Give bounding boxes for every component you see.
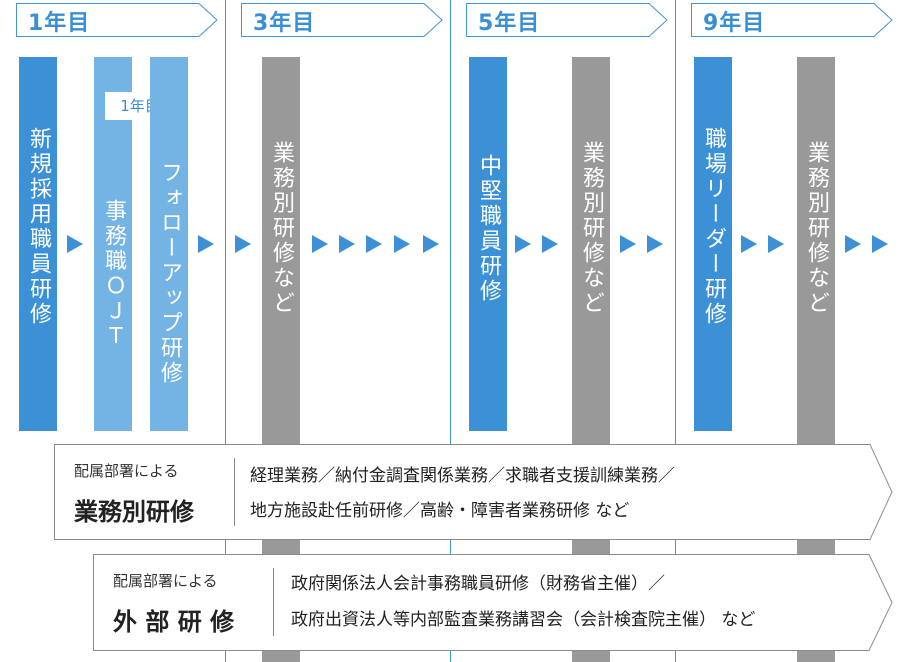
- banner-line-1: 経理業務／納付金調査関係業務／求職者支援訓練業務／: [250, 466, 675, 486]
- flow-arrow-icon: [394, 235, 410, 253]
- year-arrow-shape: [16, 3, 218, 37]
- business-training-banner: 配属部署による 業務別研修 経理業務／納付金調査関係業務／求職者支援訓練業務／ …: [54, 444, 894, 540]
- year-arrow-shape: [241, 3, 443, 37]
- banner-arrow-shape: [54, 444, 893, 540]
- flow-arrow-icon: [67, 235, 83, 253]
- year-header-3: 3年目: [241, 3, 443, 37]
- year-label: 3年目: [253, 11, 316, 36]
- column-separator: [450, 0, 451, 662]
- column-separator: [675, 0, 676, 662]
- banner-arrow-shape: [93, 554, 893, 651]
- banner-line-2: 政府出資法人等内部監査業務講習会（会計検査院主催） など: [291, 610, 756, 630]
- ojt-label: 事務職ＯＪＴ: [101, 199, 126, 349]
- year-arrow-shape: [691, 3, 893, 37]
- banner-category-small: 配属部署による: [74, 462, 179, 480]
- banner-line-2: 地方施設赴任前研修／高齢・障害者業務研修 など: [250, 501, 630, 521]
- banner-divider: [273, 568, 274, 636]
- year-label: 9年目: [703, 11, 766, 36]
- flow-arrow-icon: [647, 235, 663, 253]
- mid-level-training-label: 中堅職員研修: [476, 154, 501, 304]
- year-arrow-shape: [466, 3, 668, 37]
- year-label: 5年目: [478, 11, 541, 36]
- mid-level-training-bar: 中堅職員研修: [469, 57, 507, 431]
- flow-arrow-icon: [339, 235, 355, 253]
- year-header-5: 5年目: [466, 3, 668, 37]
- flow-arrow-icon: [768, 235, 784, 253]
- business-training-label-3: 業務別研修など: [804, 141, 829, 316]
- column-separator: [225, 0, 226, 662]
- year-header-9: 9年目: [691, 3, 893, 37]
- flow-arrow-icon: [312, 235, 328, 253]
- external-training-banner: 配属部署による 外 部 研 修 政府関係法人会計事務職員研修（財務省主催）／ 政…: [93, 554, 894, 651]
- flow-arrow-icon: [872, 235, 888, 253]
- banner-line-1: 政府関係法人会計事務職員研修（財務省主催）／: [291, 574, 665, 594]
- year-label: 1年目: [28, 11, 91, 36]
- flow-arrow-icon: [741, 235, 757, 253]
- flow-arrow-icon: [235, 235, 251, 253]
- banner-category-title: 業務別研修: [74, 498, 194, 526]
- flow-arrow-icon: [198, 235, 214, 253]
- banner-divider: [234, 458, 235, 526]
- year-header-1: 1年目: [16, 3, 218, 37]
- flow-arrow-icon: [423, 235, 439, 253]
- follow-up-training-bar: フォローアップ研修: [150, 57, 188, 431]
- flow-arrow-icon: [620, 235, 636, 253]
- leader-training-bar: 職場リーダー研修: [694, 57, 732, 431]
- new-hire-training-label: 新規採用職員研修: [26, 127, 51, 327]
- business-training-label-1: 業務別研修など: [269, 141, 294, 316]
- new-hire-training-bar: 新規採用職員研修: [19, 57, 57, 431]
- business-training-label-2: 業務別研修など: [579, 141, 604, 316]
- banner-category-small: 配属部署による: [113, 572, 218, 590]
- follow-up-training-label: フォローアップ研修: [157, 161, 182, 386]
- flow-arrow-icon: [542, 235, 558, 253]
- banner-category-title: 外 部 研 修: [113, 608, 235, 636]
- flow-arrow-icon: [845, 235, 861, 253]
- flow-arrow-icon: [366, 235, 382, 253]
- leader-training-label: 職場リーダー研修: [701, 127, 726, 327]
- flow-arrow-icon: [515, 235, 531, 253]
